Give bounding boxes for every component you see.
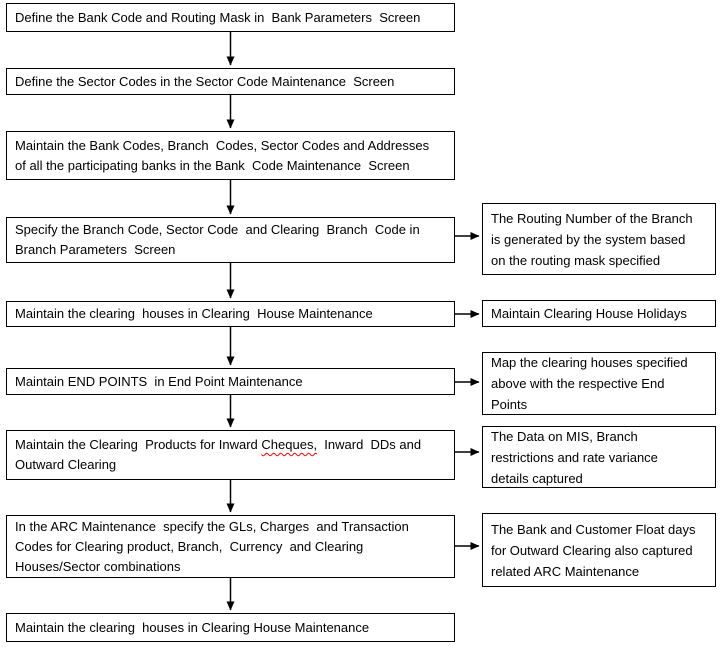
flow-box-text: In the ARC Maintenance specify the GLs, … [15,518,409,574]
note-box-text: The Data on MIS, Branch restrictions and… [491,428,658,486]
note-box-float-days: The Bank and Customer Float days for Out… [482,513,716,587]
flow-box-text-post: Inward DDs and Outward Clearing [15,437,422,472]
spellcheck-underlined-word: Cheques, [261,437,318,452]
note-box-mis-data: The Data on MIS, Branch restrictions and… [482,426,716,488]
flow-box-clearing-houses: Maintain the clearing houses in Clearing… [6,301,455,327]
flow-box-text: Define the Bank Code and Routing Mask in… [15,9,421,25]
flow-box-text: Maintain the Bank Codes, Branch Codes, S… [15,137,430,173]
flow-box-text-pre: Maintain the Clearing Products for Inwar… [15,437,262,452]
note-box-house-holidays: Maintain Clearing House Holidays [482,300,716,327]
flow-box-end-points: Maintain END POINTS in End Point Mainten… [6,368,455,395]
note-box-text: The Routing Number of the Branch is gene… [491,210,693,268]
flow-box-text: Maintain the clearing houses in Clearing… [15,306,373,321]
flow-box-clearing-products: Maintain the Clearing Products for Inwar… [6,430,455,480]
note-box-text: Maintain Clearing House Holidays [491,306,687,321]
flow-box-text: Define the Sector Codes in the Sector Co… [15,73,395,89]
flow-box-sector-codes: Define the Sector Codes in the Sector Co… [6,68,455,95]
flow-box-bank-parameters: Define the Bank Code and Routing Mask in… [6,3,455,32]
note-box-text: The Bank and Customer Float days for Out… [491,521,696,579]
note-box-map-end-points: Map the clearing houses specified above … [482,352,716,415]
note-box-text: Map the clearing houses specified above … [491,355,688,412]
flow-box-clearing-houses-2: Maintain the clearing houses in Clearing… [6,613,455,642]
flow-box-text: Specify the Branch Code, Sector Code and… [15,222,420,257]
flow-box-text: Maintain the clearing houses in Clearing… [15,619,370,635]
flow-box-bank-code-maintenance: Maintain the Bank Codes, Branch Codes, S… [6,131,455,180]
flow-box-text: Maintain the Clearing Products for Inwar… [7,433,427,477]
note-box-routing-number: The Routing Number of the Branch is gene… [482,203,716,275]
flow-box-text: Maintain END POINTS in End Point Mainten… [15,373,303,389]
flow-box-branch-parameters: Specify the Branch Code, Sector Code and… [6,217,455,263]
flow-box-arc-maintenance: In the ARC Maintenance specify the GLs, … [6,515,455,578]
